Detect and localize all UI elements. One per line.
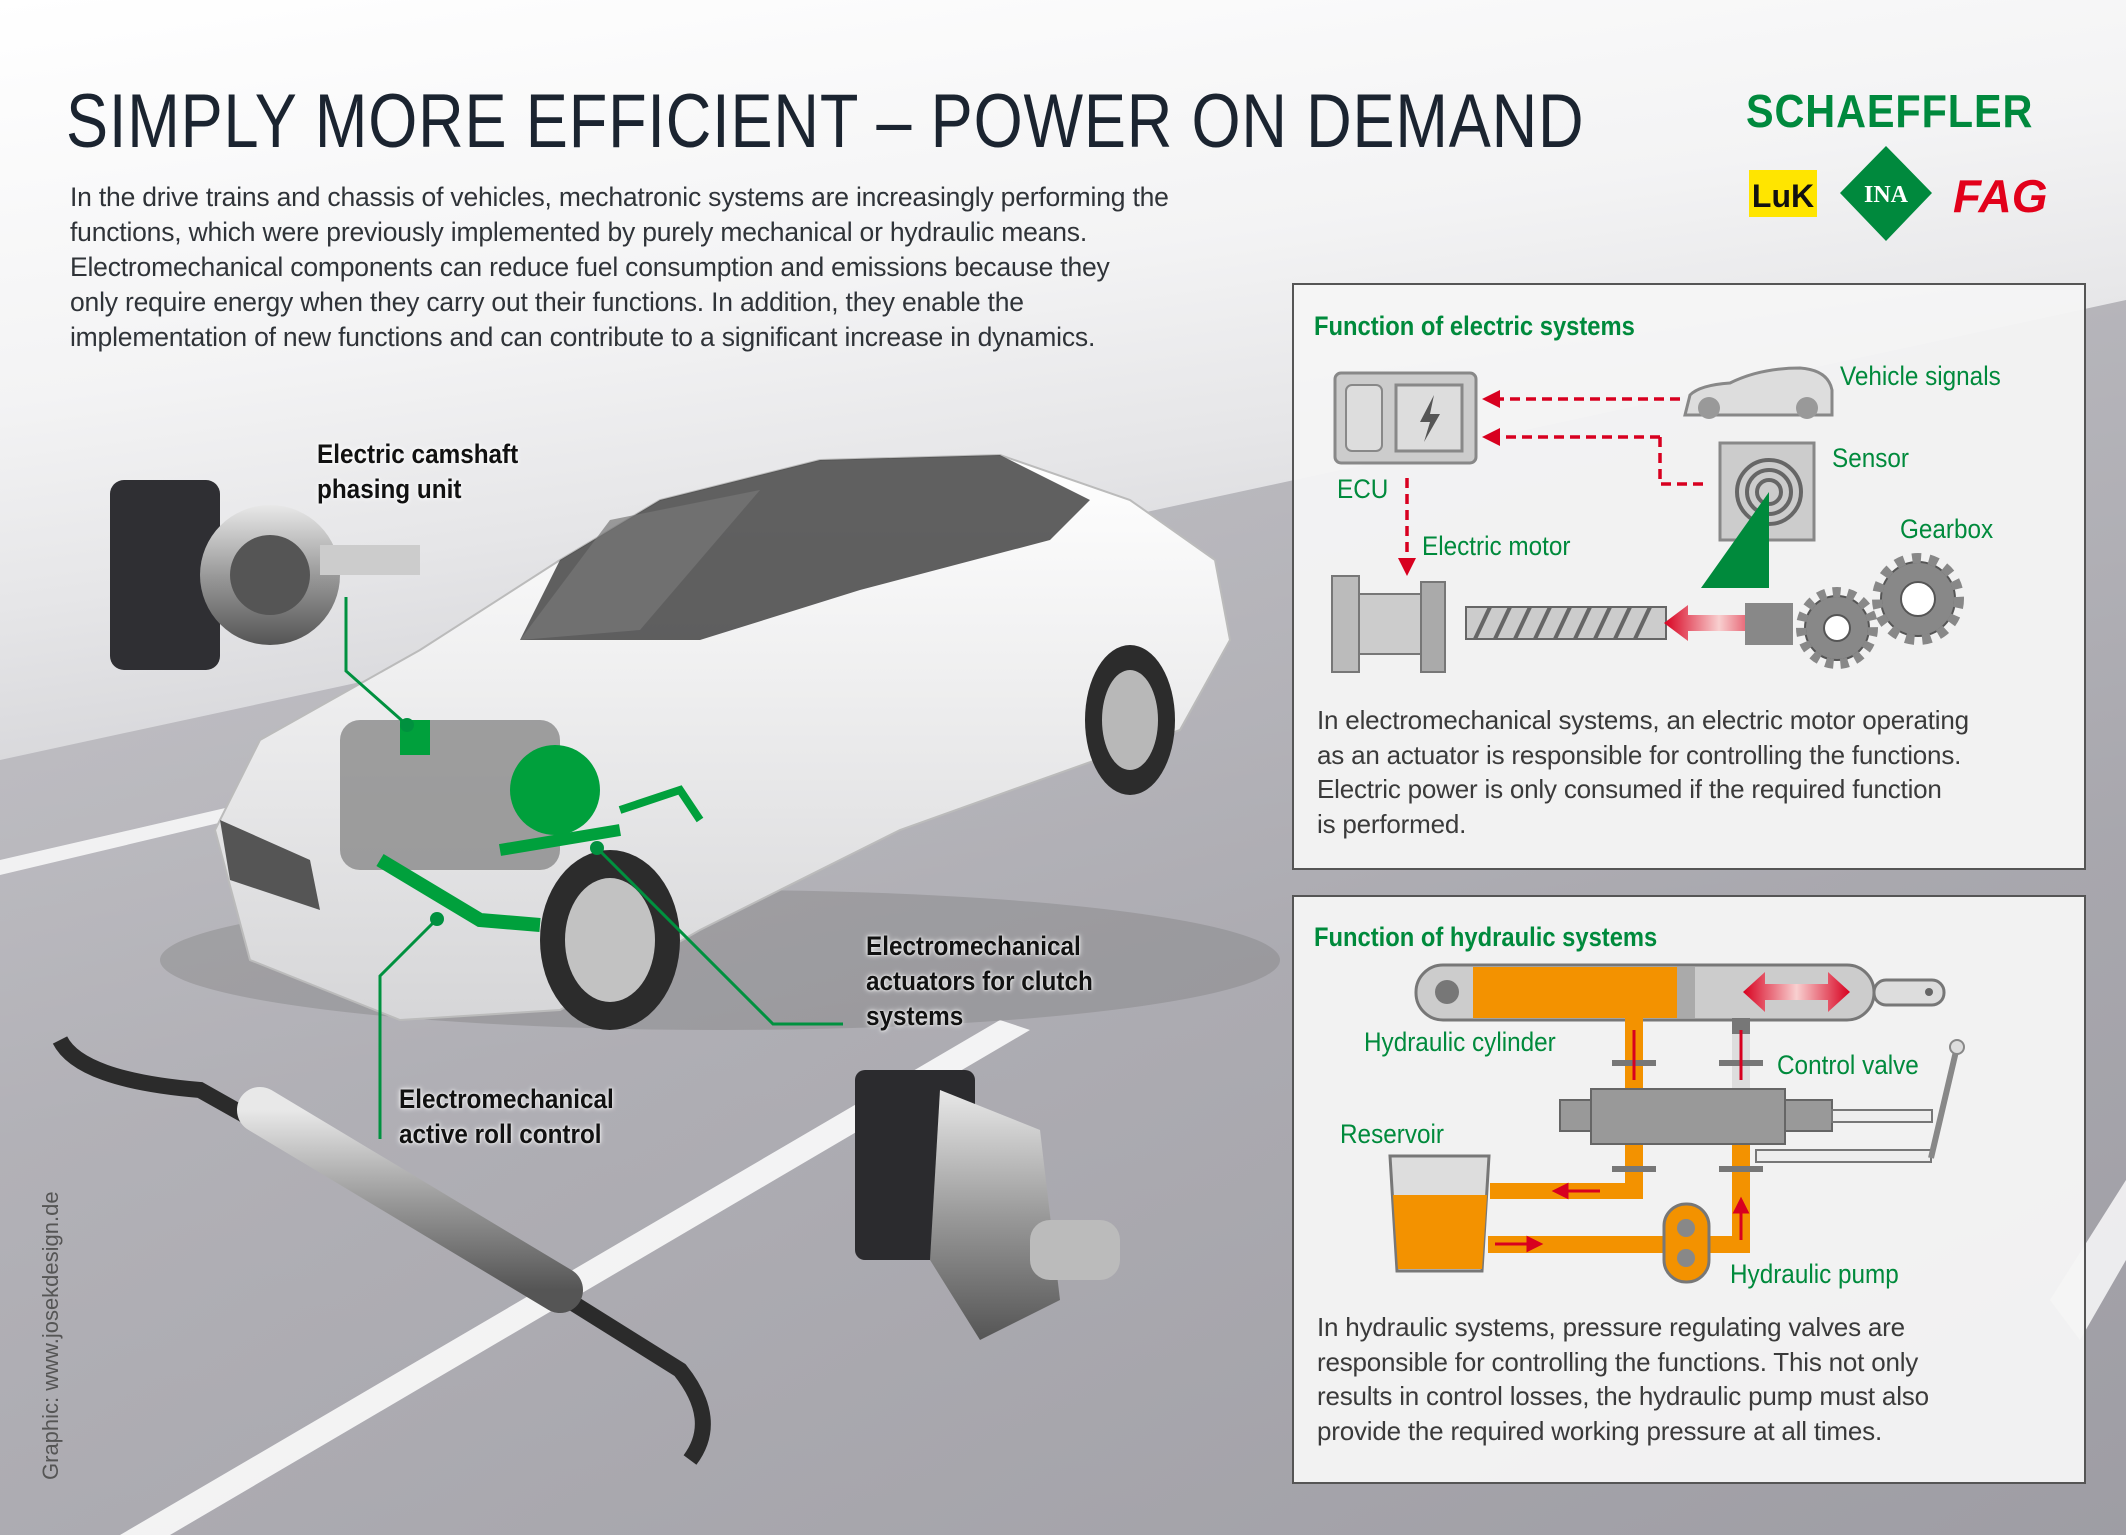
intro-line: In the drive trains and chassis of vehic… — [70, 182, 1169, 212]
electric-motor-icon — [1331, 575, 1667, 673]
label-hydraulic-pump: Hydraulic pump — [1730, 1259, 1899, 1289]
callout-line: actuators for clutch — [866, 966, 1093, 996]
body-line: responsible for controlling the function… — [1317, 1346, 1919, 1377]
ina-logo: INA — [1840, 146, 1932, 241]
intro-line: functions, which were previously impleme… — [70, 217, 1087, 247]
clutch-actuator-image — [855, 1070, 1120, 1340]
page-title: SIMPLY MORE EFFICIENT – POWER ON DEMAND — [66, 79, 1585, 164]
schaeffler-logo: SCHAEFFLER — [1746, 85, 2034, 137]
body-line: as an actuator is responsible for contro… — [1317, 739, 1962, 770]
body-line: In hydraulic systems, pressure regulatin… — [1317, 1312, 1905, 1342]
car-illustration — [160, 453, 1280, 1030]
hydraulic-cylinder-icon — [1414, 963, 1946, 1022]
label-electric-motor: Electric motor — [1422, 531, 1571, 561]
road-marking — [0, 800, 265, 875]
callout-camshaft: Electric camshaft phasing unit — [317, 437, 518, 507]
label-ecu: ECU — [1337, 474, 1389, 504]
body-line: is performed. — [1317, 808, 1467, 839]
leader-line-roll — [378, 917, 439, 1139]
callout-clutch: Electromechanical actuators for clutch s… — [866, 929, 1093, 1034]
flow-arrows — [1495, 1030, 1750, 1253]
intro-line: only require energy when they carry out … — [70, 287, 1024, 317]
callout-line: active roll control — [399, 1119, 602, 1149]
label-hydraulic-cylinder: Hydraulic cylinder — [1364, 1027, 1556, 1057]
body-line: provide the required working pressure at… — [1317, 1415, 1882, 1446]
leader-line-clutch — [595, 846, 843, 1026]
control-valve-icon — [1559, 1039, 1965, 1163]
svg-text:INA: INA — [1864, 182, 1909, 208]
callout-line: phasing unit — [317, 474, 462, 504]
electric-panel-title: Function of electric systems — [1314, 311, 1635, 341]
body-line: results in control losses, the hydraulic… — [1317, 1381, 1929, 1411]
callout-line: Electric camshaft — [317, 439, 519, 469]
fag-logo: FAG — [1953, 170, 2048, 222]
intro-text: In the drive trains and chassis of vehic… — [70, 180, 1169, 355]
intro-line: implementation of new functions and can … — [70, 322, 1096, 352]
body-line: Electric power is only consumed if the r… — [1317, 774, 1942, 804]
active-roll-control-image — [52, 1035, 711, 1465]
electric-panel-body: In electromechanical systems, an electri… — [1317, 703, 1969, 841]
label-control-valve: Control valve — [1777, 1050, 1919, 1080]
label-gearbox: Gearbox — [1900, 514, 1994, 544]
label-sensor: Sensor — [1832, 443, 1910, 473]
double-arrow-icon — [1664, 605, 1774, 641]
label-vehicle-signals: Vehicle signals — [1840, 361, 2001, 391]
camshaft-phasing-unit-image — [110, 480, 420, 670]
callout-line: systems — [866, 1001, 964, 1031]
callout-roll-control: Electromechanical active roll control — [399, 1082, 614, 1152]
hydraulic-pump-icon — [1662, 1202, 1711, 1284]
ecu-icon — [1333, 371, 1478, 465]
svg-text:LuK: LuK — [1752, 178, 1814, 214]
callout-line: Electromechanical — [866, 931, 1081, 961]
hydraulic-panel-body: In hydraulic systems, pressure regulatin… — [1317, 1310, 1929, 1448]
reservoir-icon — [1388, 1154, 1491, 1273]
gearbox-icon — [1796, 553, 1964, 669]
vehicle-icon — [1683, 366, 1834, 417]
callout-line: Electromechanical — [399, 1084, 614, 1114]
label-reservoir: Reservoir — [1340, 1119, 1444, 1149]
body-line: In electromechanical systems, an electri… — [1317, 705, 1969, 735]
intro-line: Electromechanical components can reduce … — [70, 252, 1110, 282]
sensor-icon — [1701, 441, 1816, 588]
leader-line-camshaft — [344, 597, 408, 727]
hydraulic-panel-title: Function of hydraulic systems — [1314, 922, 1658, 952]
luk-logo: LuK — [1749, 170, 1817, 217]
